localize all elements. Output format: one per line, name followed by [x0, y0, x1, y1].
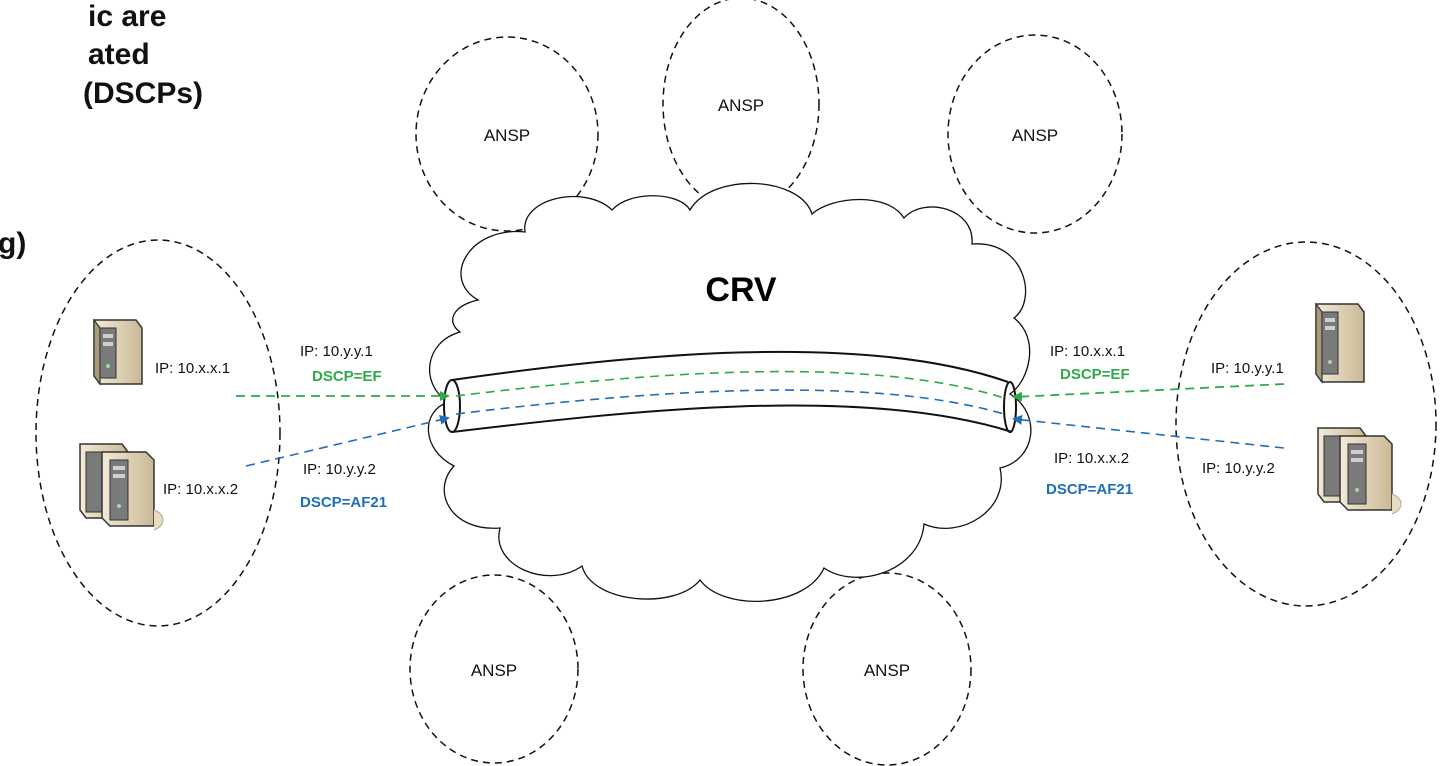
- right-tunnel-ip2: IP: 10.x.x.2: [1054, 450, 1129, 467]
- left-tunnel-ip2: IP: 10.y.y.2: [303, 461, 376, 478]
- server-cluster-icon: [1317, 427, 1402, 515]
- ansp-domain-4: ANSP: [409, 574, 579, 764]
- server-icon: [1315, 302, 1365, 384]
- crv-label: CRV: [705, 271, 776, 309]
- ansp-domain-5: ANSP: [802, 572, 972, 766]
- left-af21-flow: [245, 389, 1005, 467]
- left-ef-flow: [236, 370, 1005, 401]
- right-ef-flow: [1012, 383, 1285, 402]
- crv-cloud: CRV: [427, 182, 1032, 602]
- ansp-domain-3: ANSP: [947, 34, 1123, 234]
- right-site-domain: [1175, 241, 1437, 607]
- right-server1-ip: IP: 10.y.y.1: [1211, 360, 1284, 377]
- ansp-label: ANSP: [471, 661, 517, 680]
- ansp-domain-2: ANSP: [662, 0, 820, 211]
- ansp-label: ANSP: [864, 661, 910, 680]
- ansp-label: ANSP: [1012, 126, 1058, 145]
- left-server2-ip: IP: 10.x.x.2: [163, 481, 238, 498]
- left-site-domain: [35, 239, 281, 627]
- right-dscp-af21: DSCP=AF21: [1046, 481, 1133, 498]
- right-server2-ip: IP: 10.y.y.2: [1202, 460, 1275, 477]
- ansp-domain-1: ANSP: [415, 36, 599, 232]
- server-icon: [93, 318, 143, 386]
- server-cluster-icon: [79, 443, 164, 531]
- heading-line-4: g): [0, 227, 27, 260]
- left-server1-ip: IP: 10.x.x.1: [155, 360, 230, 377]
- heading-line-1: ic are: [88, 0, 167, 33]
- right-af21-flow: [1012, 414, 1285, 449]
- ansp-label: ANSP: [718, 96, 764, 115]
- left-dscp-ef: DSCP=EF: [312, 368, 382, 385]
- heading-line-3: (DSCPs): [83, 77, 204, 110]
- left-dscp-af21: DSCP=AF21: [300, 494, 387, 511]
- right-tunnel-ip1: IP: 10.x.x.1: [1050, 343, 1125, 360]
- ansp-label: ANSP: [484, 126, 530, 145]
- slide-heading: ic are ated (DSCPs) g): [0, 0, 203, 260]
- heading-line-2: ated: [88, 38, 150, 71]
- right-dscp-ef: DSCP=EF: [1060, 366, 1130, 383]
- left-tunnel-ip1: IP: 10.y.y.1: [300, 343, 373, 360]
